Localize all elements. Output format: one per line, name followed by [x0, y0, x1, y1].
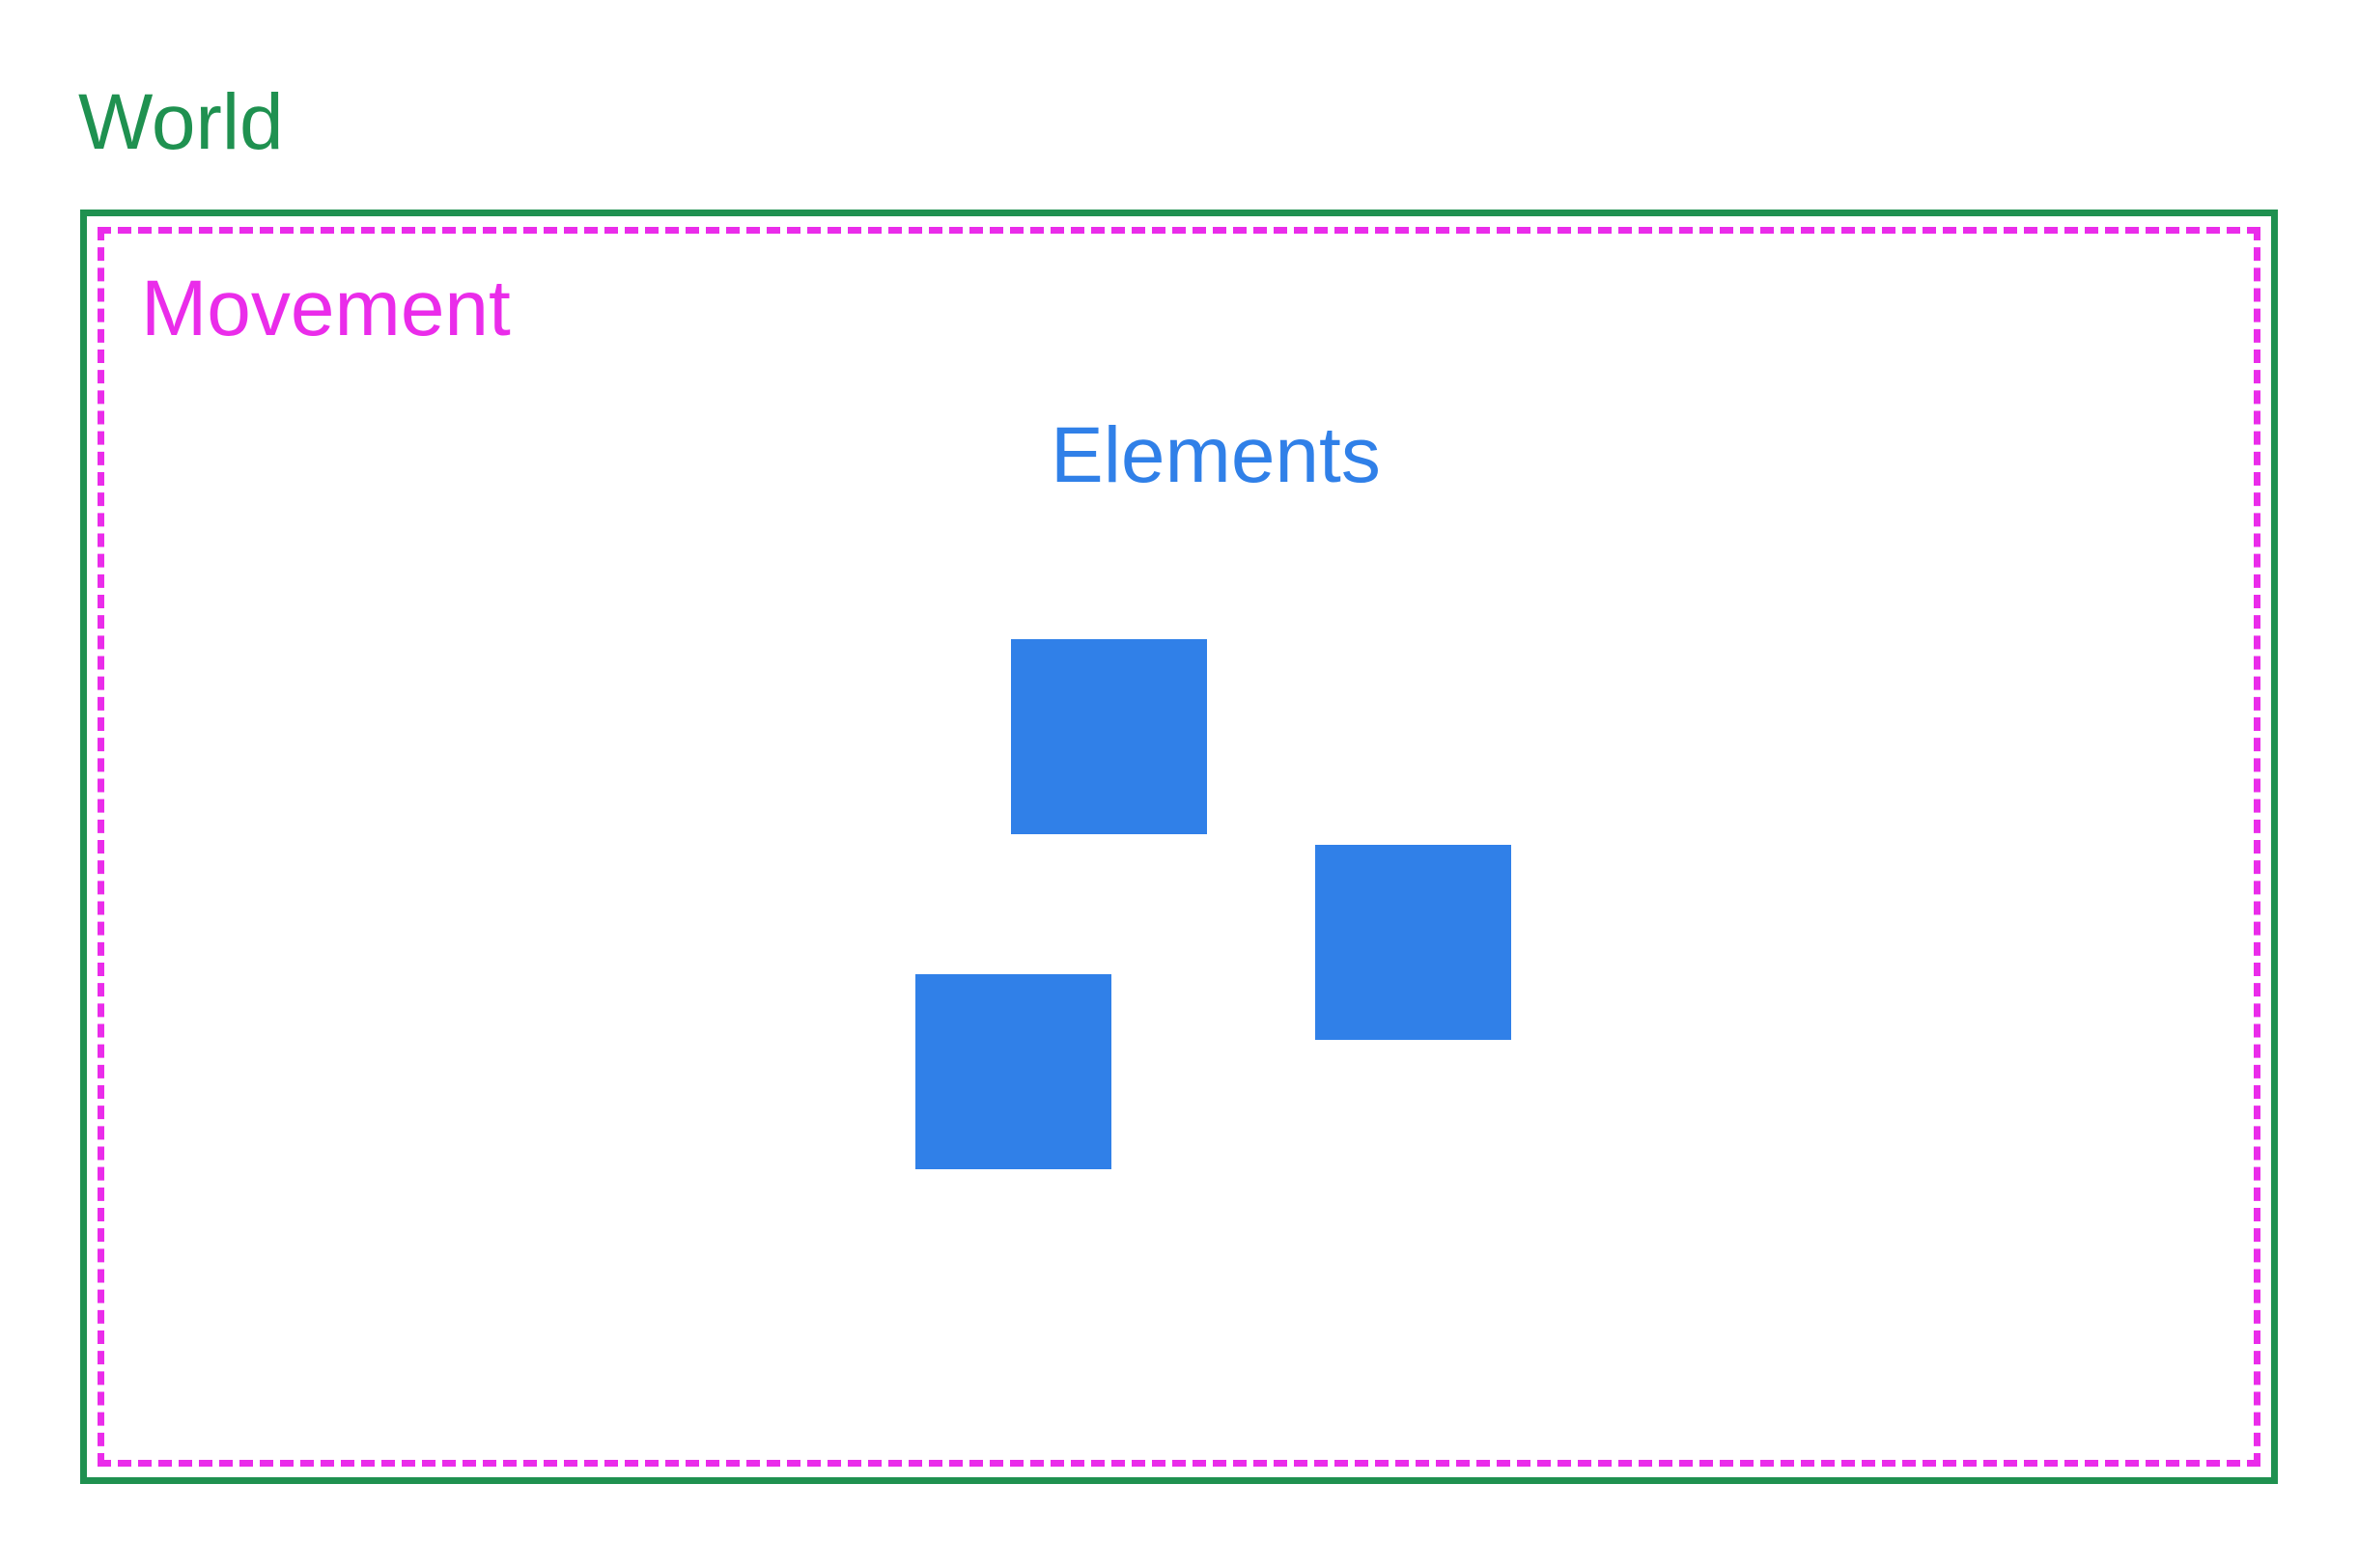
world-label: World — [78, 78, 284, 166]
element-square — [1011, 639, 1207, 834]
world-boundary — [80, 210, 2278, 1484]
elements-label: Elements — [1051, 411, 1381, 499]
movement-label: Movement — [141, 265, 511, 352]
element-square — [1315, 845, 1511, 1040]
element-square — [915, 974, 1111, 1169]
movement-boundary — [98, 227, 2260, 1467]
